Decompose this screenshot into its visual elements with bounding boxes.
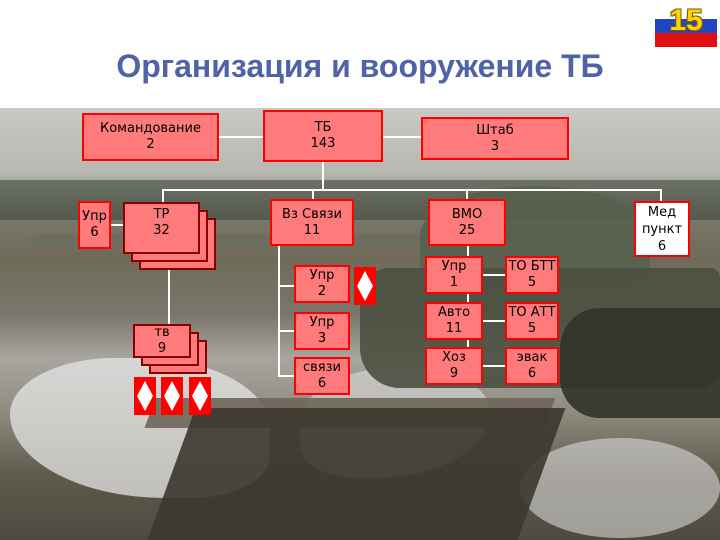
node-label: Упр	[442, 259, 467, 275]
tank-diamond-icon	[188, 376, 212, 416]
node-to-att: ТО АТТ 5	[505, 302, 559, 340]
connector-line	[312, 189, 314, 199]
node-tb: ТБ 143	[263, 110, 383, 162]
node-value: 3	[491, 139, 499, 155]
node-label: Вз Связи	[282, 207, 342, 223]
connector-line	[111, 224, 123, 226]
node-value: 3	[318, 331, 326, 347]
node-label: ТО АТТ	[508, 305, 555, 321]
node-label: ТБ	[315, 120, 332, 136]
node-label: ВМО	[452, 207, 482, 223]
node-label: Упр	[310, 268, 335, 284]
tank-diamond-icon	[353, 266, 377, 306]
tank-diamond-icon	[133, 376, 157, 416]
node-label: Упр	[82, 209, 107, 225]
node-staff: Штаб 3	[421, 117, 569, 160]
node-value: 11	[304, 223, 321, 239]
tank-track	[560, 308, 720, 418]
node-label: Штаб	[476, 123, 513, 139]
connector-line	[278, 245, 280, 375]
node-value: 6	[318, 376, 326, 392]
node-value: 32	[153, 223, 170, 239]
connector-line	[466, 189, 468, 199]
node-label: Упр	[310, 315, 335, 331]
connector-line	[168, 270, 170, 330]
node-to-btt: ТО БТТ 5	[505, 256, 559, 294]
connector-line	[219, 136, 263, 138]
node-value: 9	[158, 341, 166, 357]
node-command: Командование 2	[82, 113, 219, 161]
node-value: 25	[459, 223, 476, 239]
node-value: 6	[90, 225, 98, 241]
node-label: Командование	[100, 121, 201, 137]
node-label: тв	[154, 325, 169, 341]
connector-line	[278, 285, 294, 287]
node-value: 5	[528, 275, 536, 291]
node-tr: ТР 32	[123, 202, 200, 254]
page-title: Организация и вооружение ТБ	[0, 48, 720, 85]
slide-number: 15	[655, 4, 717, 38]
node-value: 1	[450, 275, 458, 291]
node-value: 2	[318, 284, 326, 300]
node-value: 9	[450, 366, 458, 382]
node-upr-1: Упр 1	[425, 256, 483, 294]
node-value: 5	[528, 321, 536, 337]
node-upr-3: Упр 3	[294, 312, 350, 350]
node-vmo: ВМО 25	[428, 199, 506, 246]
connector-line	[278, 330, 294, 332]
node-vz-svyazi: Вз Связи 11	[270, 199, 354, 246]
node-svyazi: связи 6	[294, 357, 350, 395]
node-label: Авто	[438, 305, 470, 321]
node-value: 2	[146, 137, 154, 153]
node-label: ТР	[154, 207, 170, 223]
node-label: ТО БТТ	[508, 259, 555, 275]
node-label: эвак	[517, 350, 548, 366]
node-upr-left: Упр 6	[78, 201, 111, 249]
connector-line	[322, 162, 324, 190]
node-value: 6	[528, 366, 536, 382]
node-upr-2: Упр 2	[294, 265, 350, 303]
snow-patch	[520, 438, 720, 538]
node-label: Мед пункт	[638, 204, 686, 238]
node-label: Хоз	[442, 350, 466, 366]
node-avto: Авто 11	[425, 302, 483, 340]
node-hoz: Хоз 9	[425, 347, 483, 385]
connector-line	[383, 136, 421, 138]
connector-line	[162, 189, 164, 203]
connector-line	[162, 189, 660, 191]
tank-diamond-icon	[160, 376, 184, 416]
connector-line	[660, 189, 662, 201]
bridge	[145, 408, 566, 540]
node-value: 6	[658, 238, 666, 255]
node-med: Мед пункт 6	[634, 201, 690, 257]
background-photo	[0, 108, 720, 540]
node-value: 11	[446, 321, 463, 337]
node-evak: эвак 6	[505, 347, 559, 385]
node-value: 143	[311, 136, 336, 152]
connector-line	[483, 320, 505, 322]
connector-line	[278, 375, 294, 377]
node-tv: тв 9	[133, 324, 191, 358]
connector-line	[483, 365, 505, 367]
node-label: связи	[303, 360, 341, 376]
connector-line	[483, 274, 505, 276]
